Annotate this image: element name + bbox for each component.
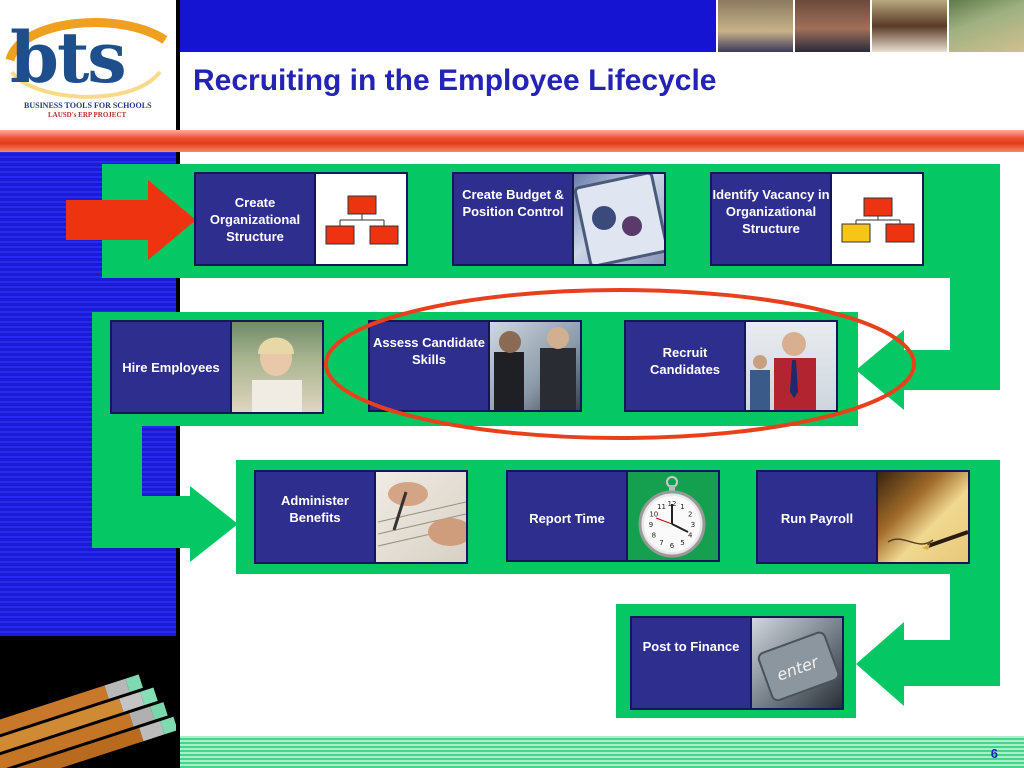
- step-label: Hire Employees: [122, 359, 220, 375]
- candidates-photo: [744, 322, 836, 410]
- step-label: Identify Vacancy in Organizational Struc…: [712, 187, 830, 236]
- logo-mark: bts: [10, 16, 127, 99]
- clock-number: 9: [649, 521, 653, 529]
- flow-connector-right-1b: [900, 350, 1000, 390]
- step-create-budget[interactable]: Create Budget & Position Control: [452, 172, 666, 266]
- step-label: Post to Finance: [642, 639, 740, 654]
- page-number: 6: [990, 746, 998, 761]
- step-label: Assess Candidate Skills: [373, 335, 485, 367]
- clock-number: 8: [652, 532, 656, 540]
- clock-number: 6: [670, 542, 675, 550]
- clock-number: 11: [657, 503, 666, 511]
- clock-number: 4: [688, 532, 693, 540]
- step-post-to-finance[interactable]: Post to Finance enter: [630, 616, 844, 710]
- step-label: Create Budget & Position Control: [462, 187, 564, 219]
- clock-number: 3: [691, 521, 695, 529]
- clock-number: 5: [680, 539, 684, 547]
- step-assess-skills[interactable]: Assess Candidate Skills: [368, 320, 582, 412]
- flow-connector-right-2b: [900, 640, 1000, 686]
- page-title: Recruiting in the Employee Lifecycle: [193, 64, 717, 97]
- step-identify-vacancy[interactable]: Identify Vacancy in Organizational Struc…: [710, 172, 924, 266]
- org-chart-vacancy-icon: [830, 174, 922, 264]
- students-photo-3: [870, 0, 947, 52]
- bts-logo-icon: [5, 18, 168, 99]
- students-photo-2: [793, 0, 870, 52]
- clock-number: 1: [680, 503, 684, 511]
- step-administer-benefits[interactable]: Administer Benefits: [254, 470, 468, 564]
- stopwatch-icon: 121234567891011: [626, 472, 718, 560]
- arrow-left-icon: [856, 622, 904, 706]
- pencils-icon: [0, 674, 178, 768]
- step-label: Recruit Candidates: [649, 345, 721, 377]
- clock-number: 7: [659, 539, 663, 547]
- step-hire-employees[interactable]: Hire Employees: [110, 320, 324, 414]
- logo-line2: LAUSD's ERP PROJECT: [48, 111, 127, 119]
- classroom-photo: [947, 0, 1024, 52]
- step-label: Administer Benefits: [281, 493, 349, 525]
- teacher-photo: [230, 322, 322, 412]
- step-run-payroll[interactable]: Run Payroll: [756, 470, 970, 564]
- monitor-photo: [572, 174, 664, 264]
- handshake-photo: [488, 322, 580, 410]
- enter-key-photo: enter: [750, 618, 842, 708]
- arrow-left-icon: [856, 330, 904, 410]
- pen-check-photo: [876, 472, 968, 562]
- clock-number: 2: [688, 511, 692, 519]
- footer-band: [180, 736, 1024, 768]
- step-label: Report Time: [529, 511, 605, 526]
- header-photo-strip: [716, 0, 1024, 52]
- step-recruit-candidates[interactable]: Recruit Candidates: [624, 320, 838, 412]
- step-create-org-structure[interactable]: Create Organizational Structure: [194, 172, 408, 266]
- start-arrow-icon: [66, 180, 196, 260]
- flow-connector-left-b: [92, 496, 192, 548]
- arrow-right-icon: [190, 486, 238, 562]
- logo-line1: BUSINESS TOOLS FOR SCHOOLS: [24, 101, 152, 110]
- logo: bts BUSINESS TOOLS FOR SCHOOLS LAUSD's E…: [0, 0, 178, 132]
- students-photo-1: [716, 0, 793, 52]
- clock-number: 10: [649, 511, 658, 519]
- step-label: Run Payroll: [780, 511, 854, 526]
- step-report-time[interactable]: Report Time 121234567891011: [506, 470, 720, 562]
- title-underline-band: [0, 130, 1024, 152]
- step-label: Create Organizational Structure: [209, 194, 301, 244]
- pencils-image: [0, 636, 178, 768]
- signing-photo: [374, 472, 466, 562]
- org-chart-icon: [314, 174, 406, 264]
